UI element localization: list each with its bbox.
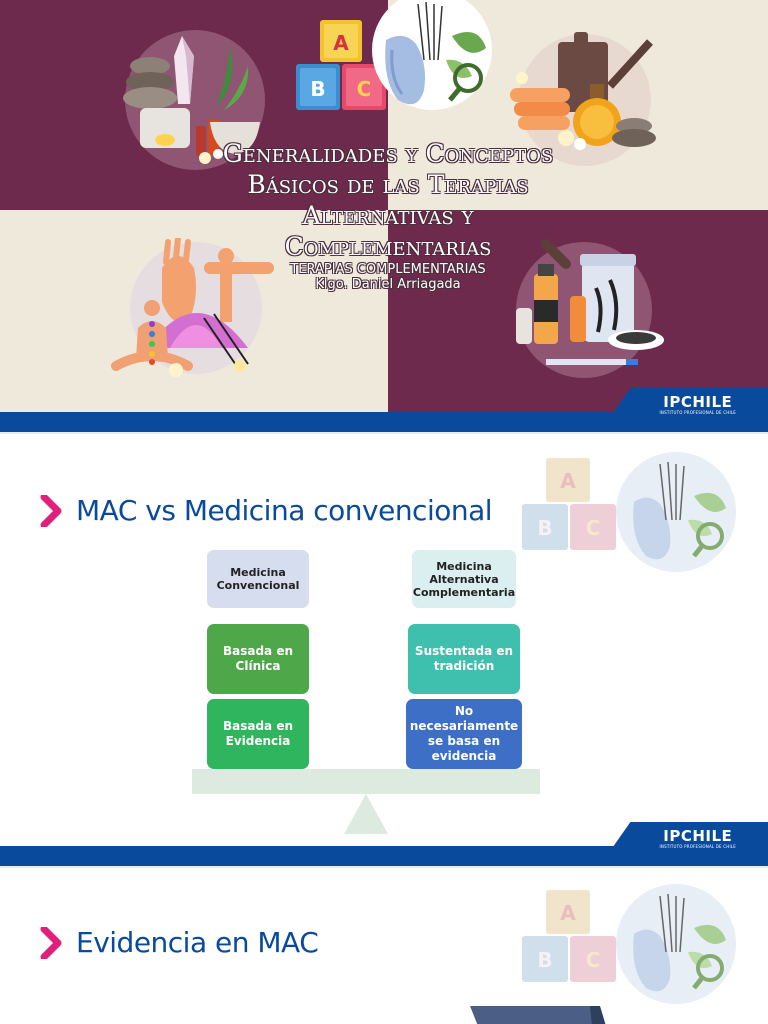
footer-bar	[0, 412, 768, 432]
evidence-slide: A B C Evidencia en MAC	[0, 868, 768, 1024]
block-letter-b: B	[537, 948, 552, 972]
conventional-medicine-header: Medicina Convencional	[207, 550, 309, 608]
abc-blocks-illustration: A B C	[522, 890, 616, 982]
slide-heading-row: MAC vs Medicina convencional	[40, 494, 493, 527]
alternative-medicine-header: Medicina Alternativa Complementaria	[412, 550, 516, 608]
acupuncture-foot-icon	[616, 452, 736, 572]
presentation-title: Generalidades y Conceptos Básicos de las…	[222, 139, 554, 261]
chevron-right-icon	[40, 494, 62, 527]
block-letter-c: C	[586, 516, 601, 540]
essential-oils-illustration	[510, 32, 656, 166]
block-letter-b: B	[537, 516, 552, 540]
slide-heading: Evidencia en MAC	[76, 926, 319, 959]
brand-tagline: INSTITUTO PROFESIONAL DE CHILE	[659, 410, 736, 415]
left-item-evidence: Basada en Evidencia	[207, 699, 309, 769]
footer-bar	[0, 846, 768, 866]
remedies-bottles-illustration	[516, 239, 664, 378]
title-block: Generalidades y Conceptos Básicos de las…	[220, 138, 556, 292]
slide-heading: MAC vs Medicina convencional	[76, 494, 493, 527]
brand-name: IPCHILE	[663, 827, 733, 845]
scale-fulcrum	[344, 794, 388, 834]
footer-tab	[608, 388, 768, 420]
ipchile-logo: IPCHILE INSTITUTO PROFESIONAL DE CHILE	[660, 827, 736, 849]
block-letter-a: A	[560, 469, 576, 493]
right-item-tradition: Sustentada en tradición	[408, 624, 520, 694]
presentation-subtitle: TERAPIAS COMPLEMENTARIAS	[290, 262, 486, 277]
block-letter-a: A	[333, 31, 349, 55]
left-item-clinic: Basada en Clínica	[207, 624, 309, 694]
footer-tab	[608, 822, 768, 854]
abc-blocks-illustration: A B C	[296, 20, 386, 110]
comparison-slide: A B C MAC vs Medicina convencional Medic…	[0, 434, 768, 866]
aromatherapy-illustration	[123, 30, 265, 170]
acupuncture-foot-illustration	[372, 0, 492, 110]
block-letter-c: C	[357, 77, 372, 101]
block-letter-b: B	[310, 77, 325, 101]
scale-beam	[192, 769, 540, 794]
acupuncture-foot-icon	[616, 884, 736, 1004]
chevron-right-icon	[40, 926, 62, 959]
ipchile-logo: IPCHILE INSTITUTO PROFESIONAL DE CHILE	[660, 393, 736, 415]
presentation-author: Klgo. Daniel Arriagada	[315, 277, 461, 292]
title-slide: A B C	[0, 0, 768, 432]
brand-name: IPCHILE	[663, 393, 733, 411]
pyramid-shape	[470, 1006, 606, 1024]
block-letter-c: C	[586, 948, 601, 972]
block-letter-a: A	[560, 901, 576, 925]
right-item-no-evidence: No necesariamente se basa en evidencia	[406, 699, 522, 769]
chakra-meditation-illustration	[111, 238, 274, 377]
brand-tagline: INSTITUTO PROFESIONAL DE CHILE	[659, 844, 736, 849]
abc-blocks-illustration: A B C	[522, 458, 616, 550]
slide-heading-row: Evidencia en MAC	[40, 926, 319, 959]
